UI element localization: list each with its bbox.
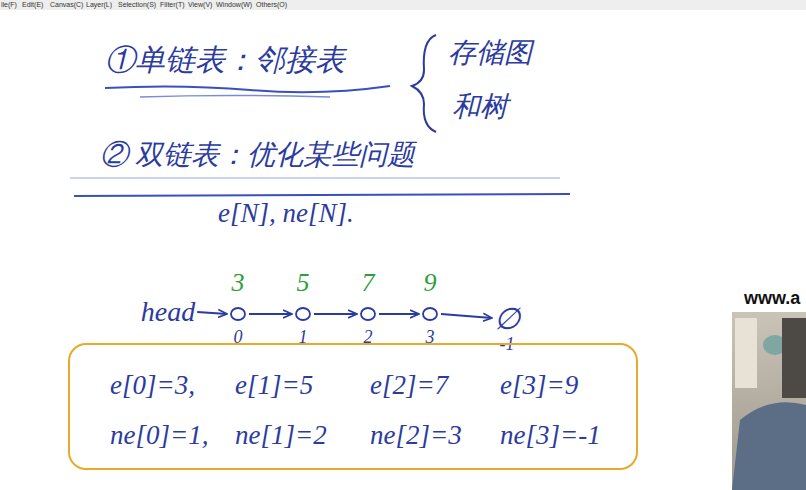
node-circle xyxy=(229,306,247,322)
table-cell: ne[0]=1, xyxy=(110,421,208,451)
underline xyxy=(105,86,390,92)
list-node: 30 xyxy=(229,269,247,347)
node-circle xyxy=(361,308,375,320)
node-circle xyxy=(231,308,245,320)
heading-note: ② 双链表：优化某些问题 xyxy=(100,136,415,174)
null-end: ∅-1 xyxy=(494,302,520,355)
webcam-frame xyxy=(732,312,806,490)
node-value: 7 xyxy=(362,269,375,298)
watermark: www.a xyxy=(744,288,800,309)
menu-bar xyxy=(0,0,806,10)
menu-item: Canvas(C) xyxy=(50,0,83,9)
node-circle xyxy=(296,308,310,320)
underline xyxy=(140,96,330,98)
head-pointer: head xyxy=(141,296,195,328)
pointer-name: head xyxy=(141,296,195,327)
table-cell: e[2]=7 xyxy=(370,371,448,401)
webcam-frame xyxy=(732,402,806,490)
next-pointer-arrow xyxy=(441,314,492,318)
underline xyxy=(70,178,560,179)
node-circle xyxy=(359,306,377,322)
node-circle xyxy=(421,306,439,322)
node-value: 9 xyxy=(424,269,437,298)
heading-note: ①单链表：邻接表 xyxy=(105,40,345,81)
node-circle xyxy=(294,306,312,322)
next-pointer-arrow xyxy=(314,313,357,315)
webcam-frame xyxy=(782,318,806,398)
menu-item: Edit(E) xyxy=(22,0,43,9)
menu-item: Layer(L) xyxy=(86,0,112,9)
note: 和树 xyxy=(452,88,508,126)
array-table-box: e[0]=3, e[1]=5 e[2]=7 e[3]=9 ne[0]=1, ne[1]=2… xyxy=(68,343,638,470)
menu-item: ile(F) xyxy=(1,0,17,9)
menu-item: Others(O) xyxy=(256,0,287,9)
note: 存储图 xyxy=(448,34,532,72)
null-symbol: ∅ xyxy=(494,302,520,335)
list-node: 51 xyxy=(294,269,312,347)
next-pointer-arrow xyxy=(249,313,292,315)
table-cell: ne[3]=-1 xyxy=(500,421,601,451)
brace xyxy=(412,35,436,132)
menu-item: Window(W) xyxy=(216,0,252,9)
array-declaration: e[N], ne[N]. xyxy=(218,198,354,229)
table-cell: e[1]=5 xyxy=(235,371,313,401)
node-value: 3 xyxy=(232,269,245,298)
list-node: 72 xyxy=(359,269,377,347)
table-cell: ne[1]=2 xyxy=(235,421,327,451)
webcam-frame xyxy=(735,318,757,388)
menu-item: Filter(T) xyxy=(160,0,185,9)
next-pointer-arrow xyxy=(379,313,419,315)
table-cell: e[0]=3, xyxy=(110,371,195,401)
divider-line xyxy=(74,194,570,196)
table-cell: ne[2]=3 xyxy=(370,421,462,451)
menu-item: View(V) xyxy=(188,0,212,9)
node-circle xyxy=(423,308,437,320)
list-node: 93 xyxy=(421,269,439,347)
menu-item: Selection(S) xyxy=(118,0,156,9)
next-pointer-arrow xyxy=(197,312,227,314)
node-value: 5 xyxy=(297,269,310,298)
table-cell: e[3]=9 xyxy=(500,371,578,401)
